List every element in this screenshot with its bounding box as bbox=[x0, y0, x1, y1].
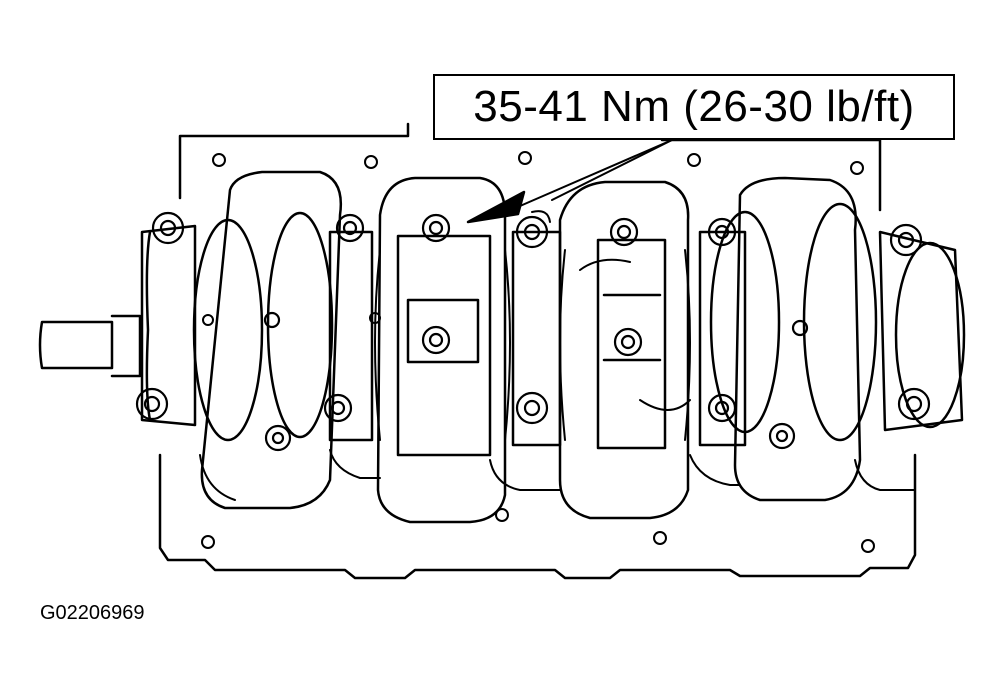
bearing-cap-7 bbox=[878, 230, 964, 432]
bolt bbox=[515, 391, 549, 425]
callout-arrowhead bbox=[466, 190, 526, 224]
torque-arc-indicator bbox=[531, 210, 551, 223]
counterweight-right bbox=[733, 176, 862, 502]
counterweight-center-left bbox=[376, 176, 507, 524]
bolt bbox=[889, 223, 923, 257]
crank-web-ribs bbox=[374, 249, 691, 441]
bolt bbox=[768, 422, 796, 450]
bearing-cap-2 bbox=[328, 230, 374, 442]
bolt bbox=[515, 215, 549, 249]
block-plate-outline bbox=[158, 122, 917, 580]
block-lower-shoulders bbox=[199, 449, 916, 501]
crankshaft-snout bbox=[38, 314, 142, 378]
main-journals bbox=[192, 202, 966, 442]
bolt bbox=[151, 211, 185, 245]
bearing-cap-6 bbox=[698, 230, 747, 447]
callout-leader-line bbox=[519, 139, 673, 207]
bolt bbox=[707, 217, 737, 247]
bearing-cap-4 bbox=[511, 230, 562, 447]
bolt bbox=[609, 217, 639, 247]
bolt bbox=[421, 213, 451, 243]
bolt bbox=[335, 213, 365, 243]
torque-callout-box: 35-41 Nm (26-30 lb/ft) bbox=[433, 74, 955, 140]
bolt bbox=[135, 387, 169, 421]
bolt bbox=[897, 387, 931, 421]
bearing-cap-1 bbox=[140, 224, 197, 427]
figure-id-label: G02206969 bbox=[40, 602, 145, 624]
bolt bbox=[263, 311, 281, 329]
callout-leader-line-2 bbox=[551, 139, 673, 201]
counterweight-left bbox=[200, 170, 343, 510]
bolt bbox=[323, 393, 353, 423]
bearing-cap-3 bbox=[396, 234, 492, 457]
cap-bolts bbox=[135, 211, 931, 452]
bolt bbox=[613, 327, 643, 357]
bearing-cap-5 bbox=[596, 238, 667, 450]
bolt bbox=[707, 393, 737, 423]
bolt bbox=[421, 325, 451, 355]
counterweight-center-right bbox=[558, 180, 690, 520]
torque-spec-label: 35-41 Nm (26-30 lb/ft) bbox=[473, 82, 915, 131]
bolt bbox=[264, 424, 292, 452]
bolt bbox=[791, 319, 809, 337]
